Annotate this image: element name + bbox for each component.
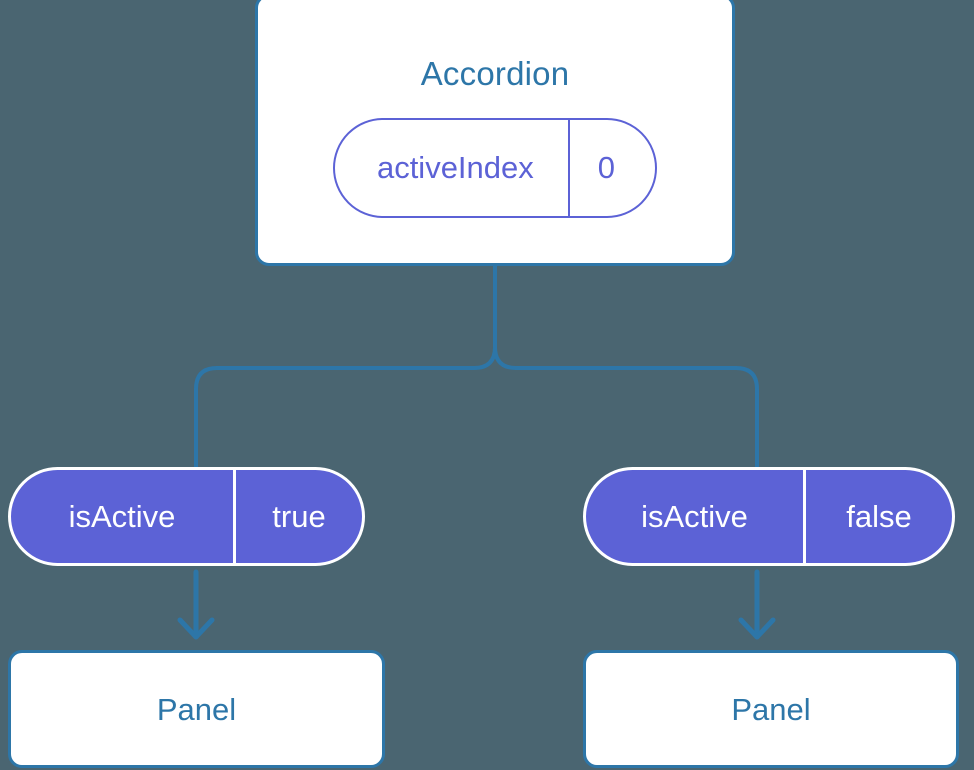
state-key-active-index: activeIndex <box>376 150 534 185</box>
prop-chip-is-active-false[interactable]: isActive false <box>583 467 955 566</box>
accordion-title: Accordion <box>420 54 570 92</box>
prop-key-is-active-left: isActive <box>68 499 176 534</box>
prop-chip-is-active-true[interactable]: isActive true <box>8 467 365 566</box>
panel-title-right: Panel <box>731 691 811 727</box>
prop-value-is-active-right: false <box>803 470 952 563</box>
accordion-state-chip[interactable]: activeIndex 0 <box>332 117 658 218</box>
tree-connector-path-right <box>493 264 759 469</box>
prop-value-is-active-left: true <box>233 470 362 563</box>
panel-component-card-right[interactable]: Panel <box>583 650 959 768</box>
tree-connector-path <box>194 264 497 469</box>
panel-title-left: Panel <box>156 691 237 727</box>
arrow-down-right <box>738 569 776 640</box>
state-value-active-index: 0 <box>567 119 655 216</box>
arrow-down-left <box>177 569 215 640</box>
accordion-component-card[interactable]: Accordion activeIndex 0 <box>255 0 735 266</box>
prop-key-is-active-right: isActive <box>641 499 748 534</box>
panel-component-card-left[interactable]: Panel <box>8 650 385 768</box>
